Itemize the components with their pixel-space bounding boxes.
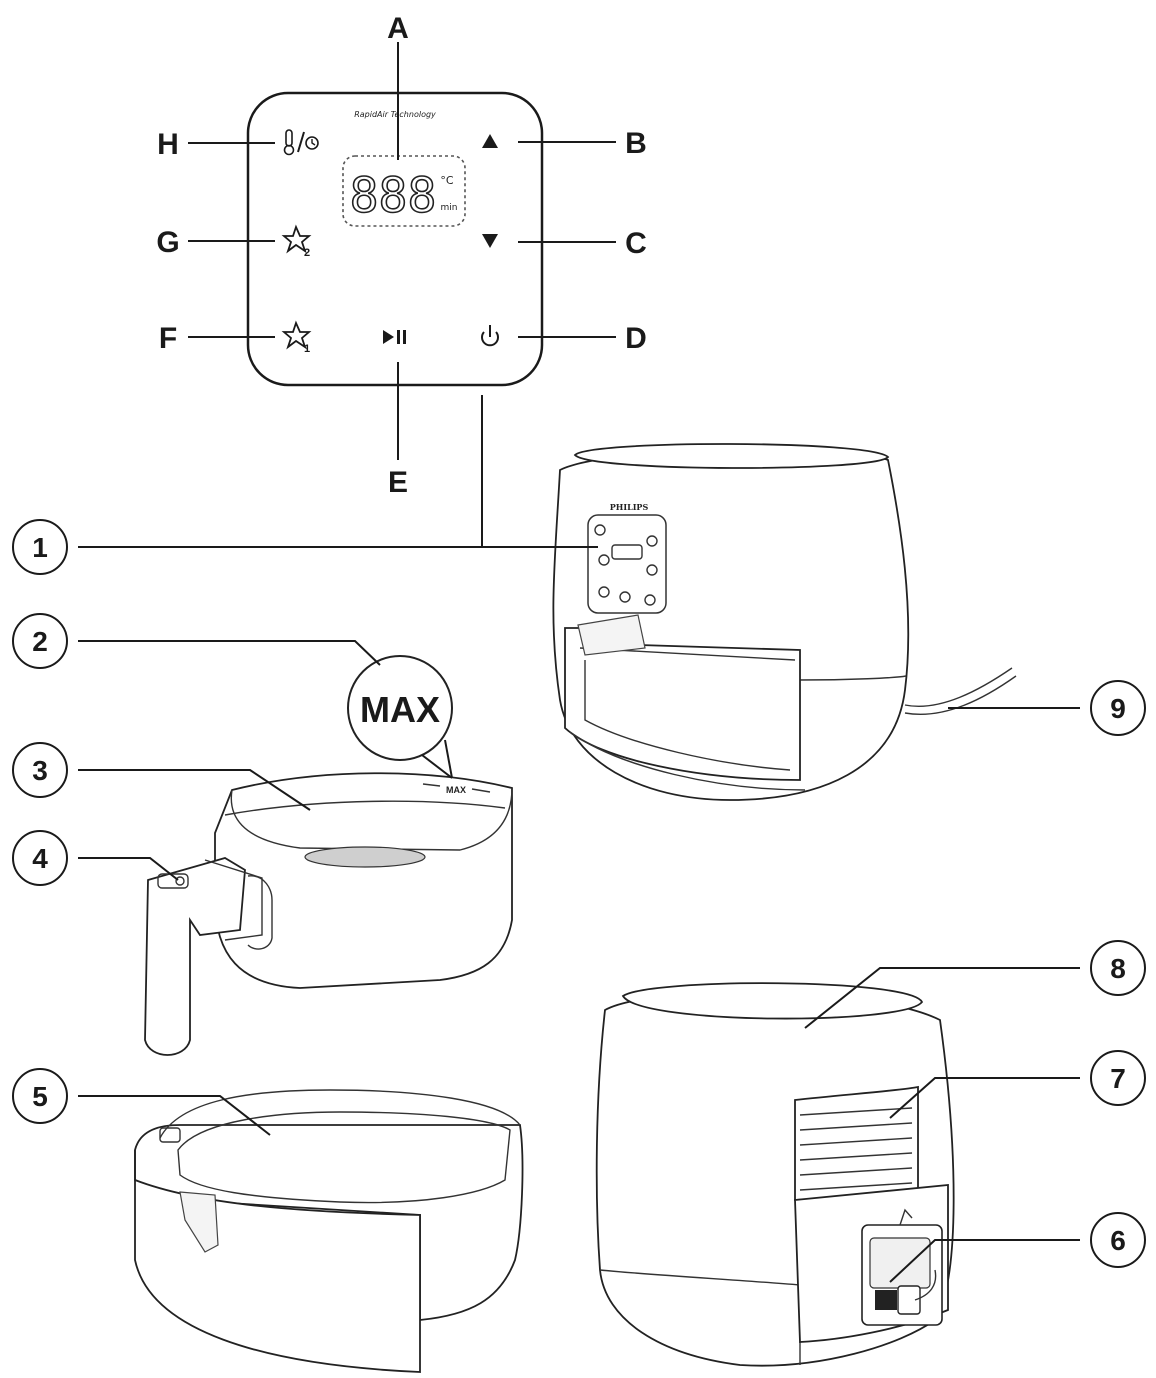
down-arrow-icon[interactable] [482,234,498,248]
pan-drawer [134,1089,524,1373]
basket: MAX [144,772,513,1056]
svg-text:1: 1 [304,343,310,355]
appliance-brand: PHILIPS [610,502,649,512]
unit-celsius: °C [440,174,454,187]
max-callout: MAX [347,655,453,779]
airfryer-front-view: PHILIPS [552,443,1017,801]
callout-2 [12,613,68,669]
callout-5 [12,1068,68,1124]
callout-3 [12,742,68,798]
max-callout-text: MAX [360,689,440,730]
callout-6 [1090,1212,1146,1268]
callout-6-number: 6 [1110,1225,1126,1256]
letter-callouts: A B C D E F G H [156,12,647,499]
airfryer-back-view [595,982,955,1367]
label-F: F [159,322,177,355]
display-icon: 888 °C min [342,155,466,227]
play-pause-icon[interactable] [383,330,406,344]
preset-2-star-icon[interactable]: 2 [281,224,312,259]
display-digits: 888 [350,168,437,224]
label-G: G [156,226,179,259]
panel-brand-text: RapidAir Technology [354,110,436,119]
cord-plug [875,1269,937,1315]
callout-5-number: 5 [32,1081,48,1112]
control-panel: RapidAir Technology 888 °C min 1 [246,91,544,387]
callout-9 [1090,680,1146,736]
callout-3-number: 3 [32,755,48,786]
callout-8-number: 8 [1110,953,1126,984]
callout-8 [1090,940,1146,996]
up-arrow-icon[interactable] [482,134,498,148]
vent-slots [799,1107,913,1191]
basket-mesh [304,846,426,868]
callout-2-number: 2 [32,626,48,657]
unit-min: min [441,203,458,213]
callout-7 [1090,1050,1146,1106]
label-H: H [157,128,179,161]
basket-max-mark: MAX [446,785,466,795]
label-B: B [625,127,647,160]
label-C: C [625,227,647,260]
label-A: A [387,12,409,45]
number-callouts: 1 2 3 4 5 6 7 8 9 [12,395,1146,1283]
temperature-timer-icon[interactable] [283,129,319,156]
callout-4 [12,830,68,886]
callout-9-number: 9 [1110,693,1126,724]
label-E: E [388,466,408,499]
svg-text:2: 2 [304,247,310,259]
power-icon[interactable] [481,325,499,347]
preset-1-star-icon[interactable]: 1 [281,320,312,355]
callout-7-number: 7 [1110,1063,1126,1094]
label-D: D [625,322,647,355]
callout-1 [12,519,68,575]
callout-4-number: 4 [32,843,48,874]
callout-1-number: 1 [32,532,48,563]
